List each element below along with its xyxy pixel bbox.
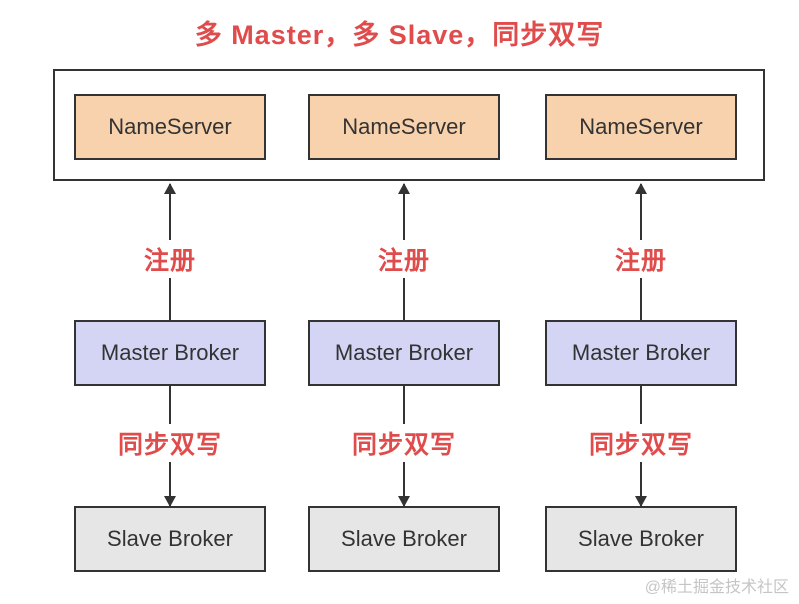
nameserver-node: NameServer bbox=[308, 94, 500, 160]
slave-broker-label: Slave Broker bbox=[578, 526, 704, 551]
sync-label: 同步双写 bbox=[583, 424, 699, 462]
nameserver-label: NameServer bbox=[342, 114, 466, 139]
nameserver-node: NameServer bbox=[545, 94, 737, 160]
slave-broker-node: Slave Broker bbox=[545, 506, 737, 572]
master-broker-label: Master Broker bbox=[571, 340, 711, 365]
register-label: 注册 bbox=[138, 240, 202, 278]
register-label: 注册 bbox=[372, 240, 436, 278]
watermark: @稀土掘金技术社区 bbox=[644, 579, 789, 596]
diagram-title: 多 Master，多 Slave，同步双写 bbox=[194, 20, 605, 50]
master-broker-node: Master Broker bbox=[308, 320, 500, 386]
nameserver-label: NameServer bbox=[108, 114, 232, 139]
nameserver-label: NameServer bbox=[579, 114, 703, 139]
sync-label: 同步双写 bbox=[346, 424, 462, 462]
master-broker-label: Master Broker bbox=[100, 340, 240, 365]
register-label: 注册 bbox=[609, 240, 673, 278]
master-broker-node: Master Broker bbox=[74, 320, 266, 386]
slave-broker-label: Slave Broker bbox=[107, 526, 233, 551]
master-broker-label: Master Broker bbox=[334, 340, 474, 365]
slave-broker-node: Slave Broker bbox=[308, 506, 500, 572]
master-broker-node: Master Broker bbox=[545, 320, 737, 386]
slave-broker-node: Slave Broker bbox=[74, 506, 266, 572]
slave-broker-label: Slave Broker bbox=[341, 526, 467, 551]
sync-label: 同步双写 bbox=[112, 424, 228, 462]
nameserver-node: NameServer bbox=[74, 94, 266, 160]
